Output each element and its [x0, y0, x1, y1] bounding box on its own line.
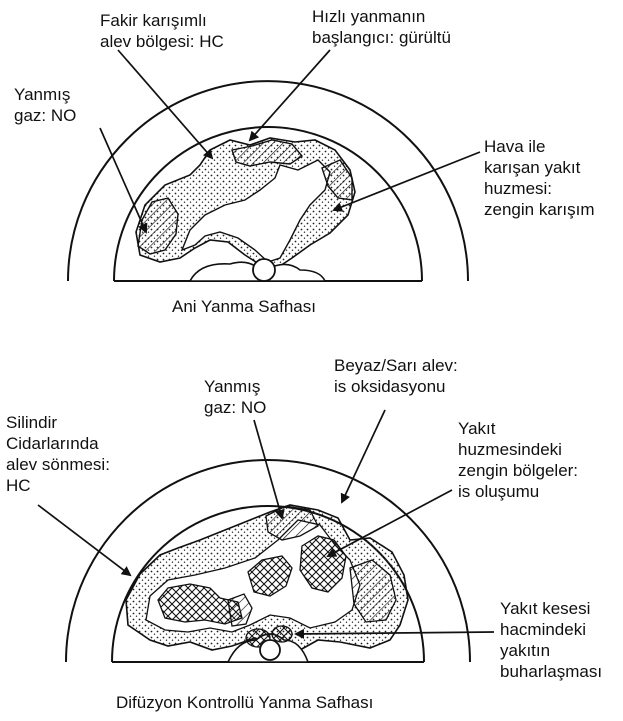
label-yanmis-gaz-bottom: Yanmış gaz: NO: [204, 376, 266, 418]
label-fakir-karisim: Fakir karışımlı alev bölgesi: HC: [100, 10, 224, 52]
label-yakit-huzmesi: Yakıt huzmesindeki zengin bölgeler: is o…: [458, 418, 578, 502]
label-hava-ile: Hava ile karışan yakıt huzmesi: zengin k…: [484, 136, 595, 220]
top-caption: Ani Yanma Safhası: [172, 296, 316, 317]
label-hizli-yanma: Hızlı yanmanın başlangıcı: gürültü: [312, 6, 451, 48]
bottom-fuel-pocket-right: [272, 626, 292, 642]
label-beyaz-sari-alev: Beyaz/Sarı alev: is oksidasyonu: [334, 355, 458, 397]
label-yanmis-gaz-top: Yanmış gaz: NO: [14, 84, 76, 126]
bottom-injector-nozzle: [260, 640, 280, 660]
top-injector-nozzle: [253, 259, 275, 281]
top-diagram: [68, 50, 480, 281]
bottom-caption: Difüzyon Kontrollü Yanma Safhası: [116, 692, 373, 713]
label-yakit-kesesi: Yakıt kesesi hacmindeki yakıtın buharlaş…: [500, 598, 602, 682]
label-silindir-cidar: Silindir Cidarlarında alev sönmesi: HC: [6, 412, 110, 496]
